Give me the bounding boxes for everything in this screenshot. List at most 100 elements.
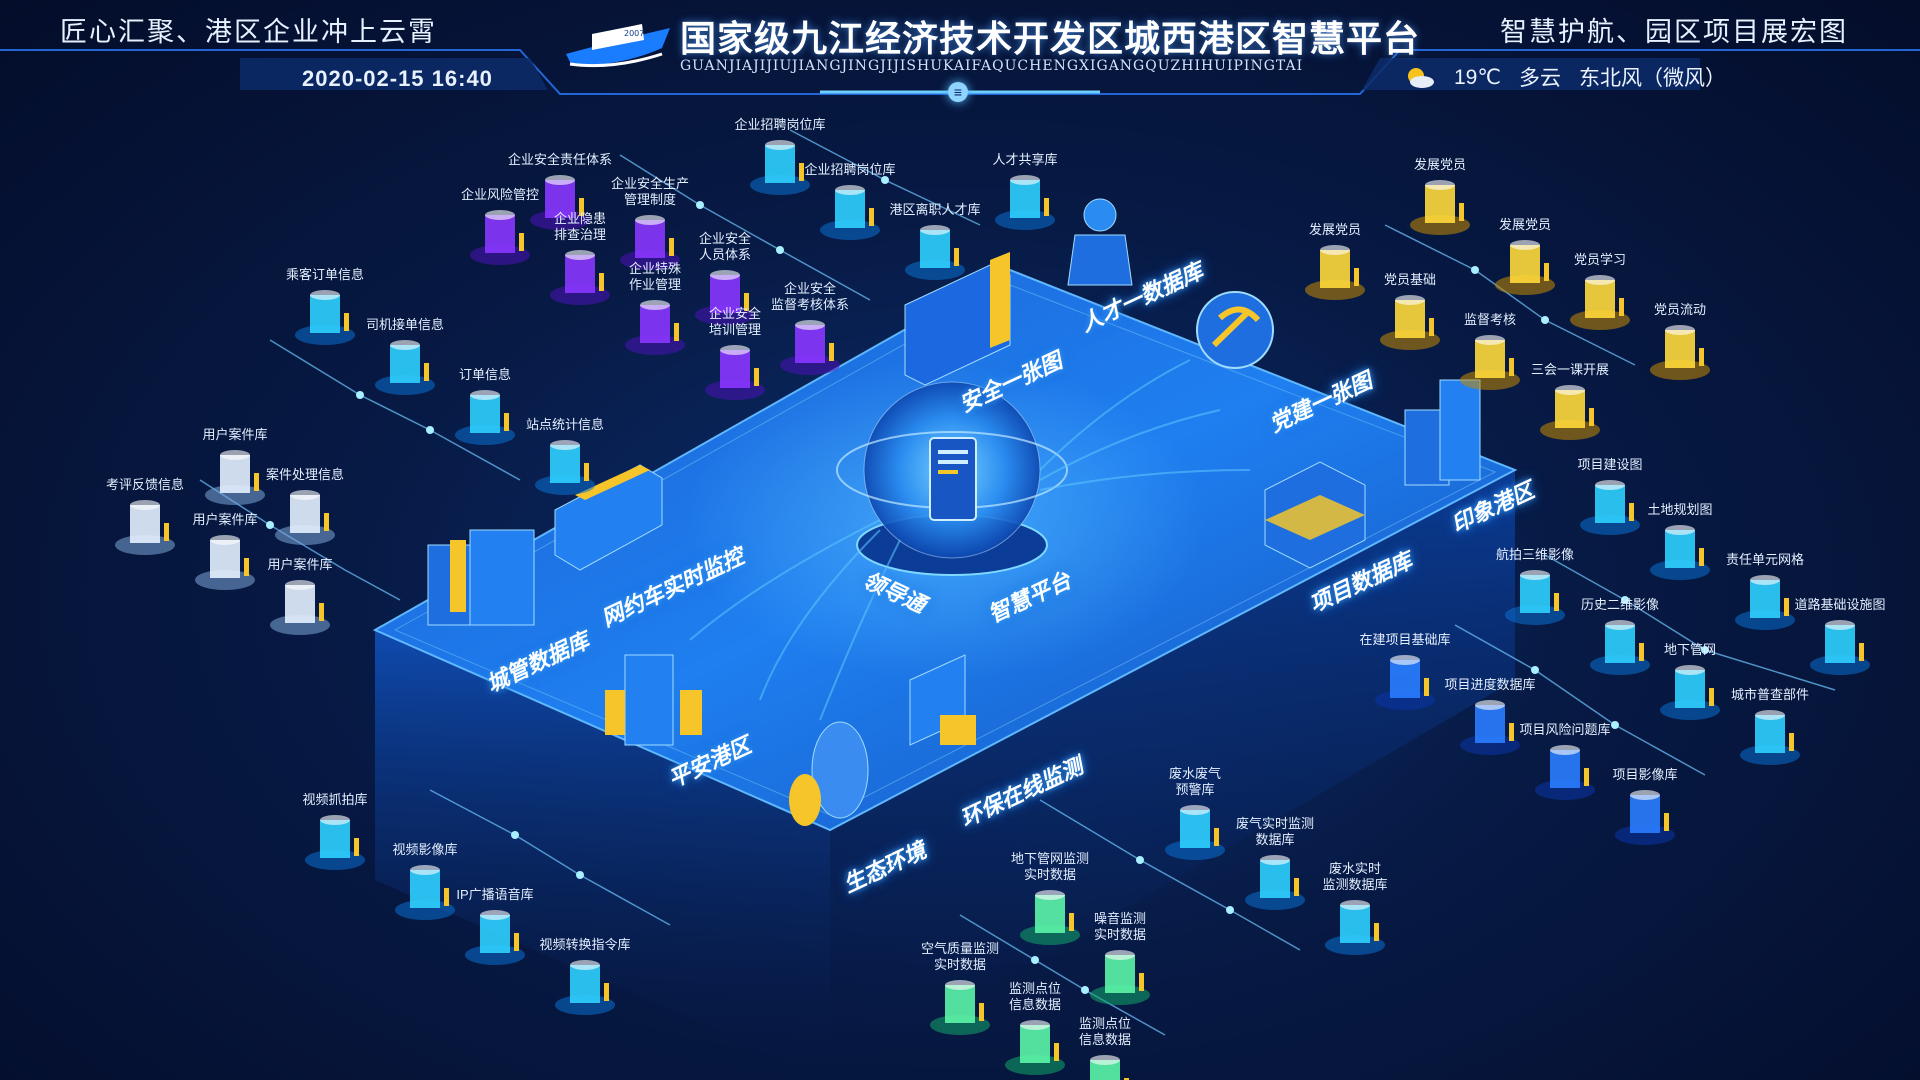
database-label: 司机接单信息 xyxy=(365,317,445,332)
database-label: 党员学习 xyxy=(1573,252,1627,267)
database-cylinder[interactable] xyxy=(750,140,810,195)
database-label: 视频抓拍库 xyxy=(302,792,368,807)
party-emblem[interactable] xyxy=(1196,291,1274,369)
database-cylinder[interactable] xyxy=(1460,700,1520,755)
building-yinjing[interactable] xyxy=(1404,379,1481,486)
database-label: 企业安全生产管理制度 xyxy=(610,176,690,207)
header-bar: 匠心汇聚、港区企业冲上云霄 智慧护航、园区项目展宏图 2007 国家级九江经济技… xyxy=(0,0,1920,110)
database-cylinder[interactable] xyxy=(1495,240,1555,295)
database-label: 企业安全责任体系 xyxy=(507,152,613,167)
database-cylinder[interactable] xyxy=(555,960,615,1015)
database-cylinder[interactable] xyxy=(275,490,335,545)
database-label: 案件处理信息 xyxy=(265,467,345,482)
database-cylinder[interactable] xyxy=(1660,665,1720,720)
database-cylinder[interactable] xyxy=(1650,525,1710,580)
database-cylinder[interactable] xyxy=(205,450,265,505)
building-pingan[interactable] xyxy=(605,654,702,746)
database-cylinder[interactable] xyxy=(1245,855,1305,910)
database-label: 党员基础 xyxy=(1383,272,1437,287)
datetime: 2020-02-15 16:40 xyxy=(302,66,493,91)
database-cylinders xyxy=(115,140,1870,1080)
database-cylinder[interactable] xyxy=(695,270,755,325)
database-cylinder[interactable] xyxy=(1410,180,1470,235)
database-label: 考评反馈信息 xyxy=(105,477,185,492)
building-city[interactable] xyxy=(427,529,535,626)
database-cylinder[interactable] xyxy=(1020,890,1080,945)
database-cylinder[interactable] xyxy=(1590,620,1650,675)
building-talent[interactable] xyxy=(1067,198,1133,286)
database-cylinder[interactable] xyxy=(1735,575,1795,630)
database-cylinder[interactable] xyxy=(1305,245,1365,300)
env-monitor[interactable] xyxy=(909,654,976,746)
database-cylinder[interactable] xyxy=(1090,950,1150,1005)
database-cylinder[interactable] xyxy=(1380,295,1440,350)
database-cylinder[interactable] xyxy=(1325,900,1385,955)
database-cylinder[interactable] xyxy=(620,215,680,270)
building-safety[interactable] xyxy=(904,252,1011,386)
database-cylinder[interactable] xyxy=(1540,385,1600,440)
database-label: 企业隐患排查治理 xyxy=(553,211,607,242)
database-cylinder[interactable] xyxy=(535,440,595,495)
database-cylinder[interactable] xyxy=(375,340,435,395)
bus-vehicle[interactable] xyxy=(554,464,663,571)
database-cylinder[interactable] xyxy=(1075,1055,1135,1080)
database-label: 在建项目基础库 xyxy=(1359,632,1451,647)
energy-streams xyxy=(689,359,1251,721)
database-cylinder[interactable] xyxy=(1460,335,1520,390)
database-cylinder[interactable] xyxy=(780,320,840,375)
database-label: 订单信息 xyxy=(458,367,512,382)
database-label: 航拍三维影像 xyxy=(1495,547,1575,562)
weather-temp: 19℃ xyxy=(1454,65,1501,89)
database-cylinder[interactable] xyxy=(1740,710,1800,765)
database-cylinder[interactable] xyxy=(995,175,1055,230)
right-slogan: 智慧护航、园区项目展宏图 xyxy=(1500,17,1848,48)
database-cylinder[interactable] xyxy=(905,225,965,280)
database-cylinder[interactable] xyxy=(1375,655,1435,710)
database-cylinder[interactable] xyxy=(295,290,355,345)
weather-widget: 19℃ 多云 东北风（微风） xyxy=(1402,62,1726,92)
database-cylinder[interactable] xyxy=(395,865,455,920)
database-label: 历史二维影像 xyxy=(1580,597,1660,612)
database-cylinder[interactable] xyxy=(1580,480,1640,535)
database-label: 发展党员 xyxy=(1413,157,1467,172)
database-cylinder[interactable] xyxy=(1165,805,1225,860)
database-cylinder[interactable] xyxy=(115,500,175,555)
database-label: 企业风险管控 xyxy=(460,187,540,202)
database-cylinder[interactable] xyxy=(195,535,255,590)
database-cylinder[interactable] xyxy=(820,185,880,240)
database-label: 企业招聘岗位库 xyxy=(734,117,826,132)
database-cylinder[interactable] xyxy=(1535,745,1595,800)
database-cylinder[interactable] xyxy=(1615,790,1675,845)
database-label: 项目风险问题库 xyxy=(1519,722,1611,737)
database-cylinder[interactable] xyxy=(530,175,590,230)
database-label: 用户案件库 xyxy=(192,512,258,527)
database-cylinder[interactable] xyxy=(305,815,365,870)
database-label: 责任单元网格 xyxy=(1725,552,1805,567)
database-label: 土地规划图 xyxy=(1647,502,1713,517)
building-project[interactable] xyxy=(1264,461,1366,569)
database-label: 废水废气预警库 xyxy=(1168,766,1222,797)
database-cylinder[interactable] xyxy=(270,580,330,635)
database-cylinder[interactable] xyxy=(1570,275,1630,330)
menu-icon[interactable]: ≡ xyxy=(948,82,968,102)
database-cylinder[interactable] xyxy=(1810,620,1870,675)
left-slogan: 匠心汇聚、港区企业冲上云霄 xyxy=(60,17,437,48)
database-cylinder[interactable] xyxy=(1505,570,1565,625)
database-cylinder[interactable] xyxy=(550,250,610,305)
database-cylinder[interactable] xyxy=(625,300,685,355)
database-cylinder[interactable] xyxy=(1650,325,1710,380)
eco-trees[interactable] xyxy=(789,721,869,826)
database-label: 视频影像库 xyxy=(392,842,458,857)
database-cylinder[interactable] xyxy=(465,910,525,965)
database-label: 站点统计信息 xyxy=(525,417,605,432)
database-cylinder[interactable] xyxy=(1005,1020,1065,1075)
database-cylinder[interactable] xyxy=(455,390,515,445)
database-cylinder[interactable] xyxy=(705,345,765,400)
database-label: 乘客订单信息 xyxy=(285,267,365,282)
database-cylinder[interactable] xyxy=(470,210,530,265)
database-label: 监测点位信息数据 xyxy=(1008,981,1062,1012)
database-cylinder[interactable] xyxy=(930,980,990,1035)
database-label: 地下管网 xyxy=(1663,642,1717,657)
header-frame xyxy=(0,49,1920,96)
